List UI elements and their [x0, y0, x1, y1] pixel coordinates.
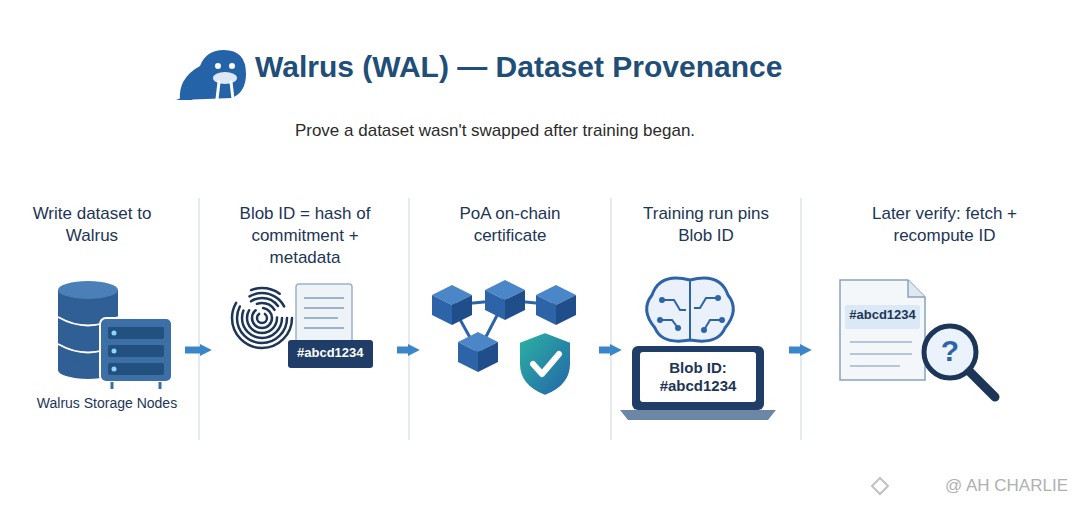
stage-heading: Write dataset to Walrus — [32, 203, 152, 247]
brain-icon — [689, 281, 691, 340]
brain-icon — [647, 278, 734, 341]
fingerprint-icon — [232, 288, 292, 348]
server-icon — [159, 382, 162, 389]
fingerprint-icon — [247, 303, 277, 333]
stage-column: Blob ID = hash of commitment + metadata #… — [214, 195, 396, 430]
magnifier-icon — [924, 326, 995, 397]
laptop-icon — [620, 346, 776, 420]
server-icon — [112, 349, 117, 354]
shield-check-icon — [533, 354, 559, 374]
brain-icon — [659, 297, 665, 303]
brain-icon — [694, 298, 718, 308]
flow-arrow — [397, 347, 409, 354]
blockchain-icon — [485, 280, 525, 320]
blob-id-text: Blob ID: #abcd1234 — [644, 359, 752, 395]
server-icon — [108, 345, 164, 357]
fingerprint-icon — [232, 288, 292, 348]
document-icon — [850, 365, 900, 367]
laptop-icon — [632, 346, 764, 410]
column-separator — [610, 198, 612, 440]
flow-arrow — [185, 347, 201, 354]
stage-heading: Later verify: fetch + recompute ID — [857, 203, 1032, 247]
server-icon — [100, 318, 172, 382]
column-separator — [408, 198, 410, 440]
document-icon — [840, 280, 925, 380]
magnifier-icon — [969, 371, 995, 397]
document-icon — [304, 307, 344, 309]
server-icon — [112, 331, 117, 336]
database-icon — [58, 281, 118, 299]
subtitle: Prove a dataset wasn't swapped after tra… — [0, 121, 990, 141]
walrus-logo — [213, 72, 237, 84]
stage-column: Write dataset to WalrusWalrus Storage No… — [0, 195, 184, 430]
flow-arrow — [599, 347, 611, 354]
column-separator — [199, 198, 801, 440]
fingerprint-icon — [237, 293, 287, 343]
magnifier-icon — [924, 326, 976, 378]
document-icon — [850, 341, 912, 343]
brain-icon — [662, 300, 686, 310]
server-icon — [100, 318, 172, 389]
document-icon — [850, 353, 912, 355]
stage-heading: Training run pins Blob ID — [631, 203, 781, 247]
brain-icon — [647, 278, 734, 341]
document-icon — [840, 280, 925, 380]
title-rule — [180, 103, 830, 105]
icon-caption: Walrus Storage Nodes — [30, 395, 184, 411]
laptop-icon — [620, 410, 776, 420]
shield-check-icon — [519, 332, 571, 396]
diagram-title: Walrus (WAL) — Dataset Provenance — [255, 50, 782, 84]
hash-tag: #abcd1234 — [288, 340, 373, 368]
fingerprint-icon — [257, 313, 267, 323]
column-separator — [800, 198, 802, 440]
server-icon — [108, 327, 164, 339]
blob-id-text: #abcd1234 — [297, 345, 364, 360]
stage-heading: PoA on-chain certificate — [445, 203, 575, 247]
flow-arrow — [789, 347, 801, 354]
question-mark: ? — [936, 333, 964, 369]
walrus-logo — [215, 63, 221, 69]
shield-check-icon — [519, 332, 571, 396]
document-icon — [304, 317, 338, 319]
stage-column: Later verify: fetch + recompute ID #abcd1… — [814, 195, 1075, 430]
brain-icon — [701, 327, 707, 333]
brain-icon — [715, 295, 721, 301]
stage-heading: Blob ID = hash of commitment + metadata — [214, 203, 396, 269]
walrus-logo — [176, 92, 196, 100]
brain-icon — [657, 317, 663, 323]
server-icon — [111, 382, 114, 389]
stage-column: PoA on-chain certificate — [422, 195, 598, 430]
walrus-logo — [180, 50, 246, 100]
document-icon — [304, 298, 344, 328]
document-shape: #abcd1234 — [840, 280, 925, 380]
watermark-icon — [872, 478, 888, 494]
server-icon — [108, 363, 164, 375]
stage-column: Training run pins Blob ID Blob ID: #abcd1… — [624, 195, 788, 430]
document-icon — [908, 280, 925, 297]
brain-icon — [704, 320, 722, 330]
laptop-screen: Blob ID: #abcd1234 — [640, 352, 756, 402]
server-icon — [112, 367, 117, 372]
document-icon — [304, 327, 344, 329]
brain-icon — [657, 295, 725, 333]
column-separator — [198, 198, 200, 440]
watermark-icon — [872, 478, 888, 494]
watermark: @ AH CHARLIE — [945, 476, 1068, 496]
brain-icon — [675, 325, 681, 331]
blockchain-icon — [432, 285, 472, 325]
blob-id-text: #abcd1234 — [840, 307, 925, 322]
blockchain-icon — [458, 332, 498, 372]
fingerprint-icon — [242, 298, 282, 338]
brain-icon — [719, 317, 725, 323]
blockchain-icon — [536, 285, 576, 325]
walrus-logo — [217, 82, 219, 99]
walrus-logo — [176, 50, 246, 100]
brain-icon — [660, 298, 722, 330]
document-icon — [304, 297, 344, 299]
walrus-logo — [229, 63, 235, 69]
document-icon — [850, 342, 912, 366]
walrus-logo — [231, 82, 233, 99]
fingerprint-icon — [252, 308, 272, 328]
